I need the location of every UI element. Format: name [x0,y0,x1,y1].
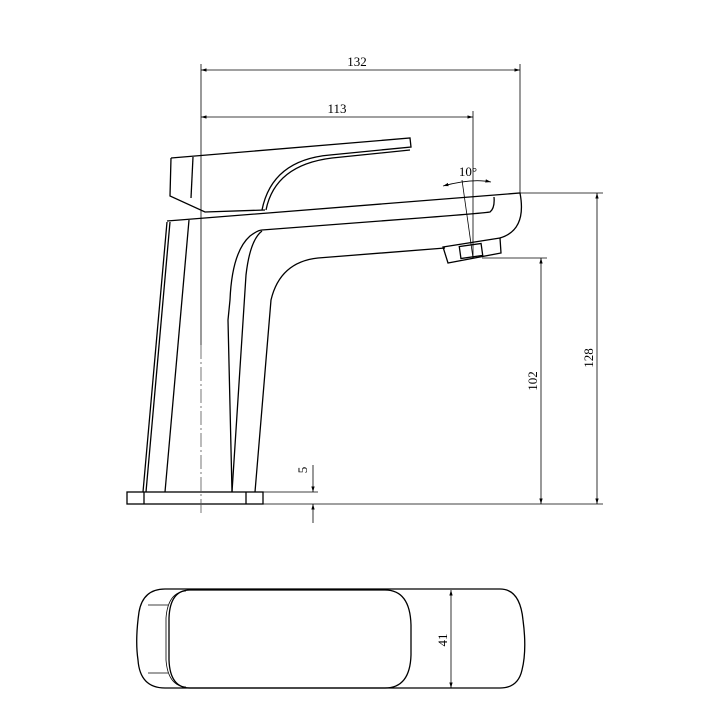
side-view: 132 113 10° 128 102 5 [126,54,603,523]
dim-arc-10deg [442,179,492,187]
dim-top-width: 41 [435,634,450,647]
dim-spout-height: 102 [525,371,540,391]
top-handle [168,589,412,689]
top-outline [136,588,526,689]
spout [231,230,502,493]
base-plate [126,491,264,505]
faucet-body [142,192,523,493]
extension-lines [200,64,603,505]
dim-spout-angle: 10° [459,164,477,179]
dim-overall-reach: 132 [347,54,367,69]
top-view: 41 [136,588,526,689]
dim-spout-reach: 113 [327,101,346,116]
dim-base-thickness: 5 [295,467,310,474]
lever-handle [169,137,412,213]
dim-overall-height: 128 [581,348,596,368]
